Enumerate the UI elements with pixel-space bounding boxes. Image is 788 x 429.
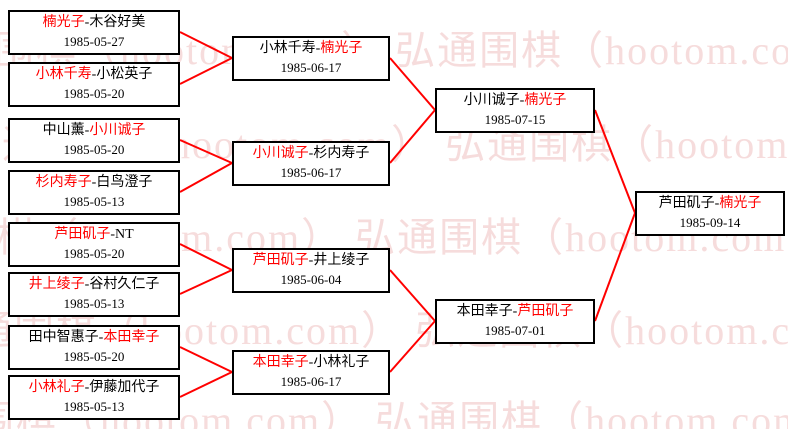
- winner-name: 小林礼子: [28, 380, 85, 396]
- match-r1-m4: 杉内寿子-白鸟澄子 1985-05-13: [8, 170, 180, 215]
- connector-line: [179, 371, 233, 398]
- match-date: 1985-06-17: [280, 60, 342, 76]
- player-name: -杉内寿子: [308, 146, 370, 162]
- player-name: -小林礼子: [308, 355, 370, 371]
- winner-name: 小川诚子: [252, 146, 309, 162]
- match-r1-m1: 楠光子-木谷好美 1985-05-27: [8, 10, 180, 55]
- match-r1-m2: 小林千寿-小松英子 1985-05-20: [8, 62, 180, 107]
- match-r1-m7: 田中智惠子-本田幸子 1985-05-20: [8, 325, 180, 370]
- player-name: 中山薰-: [42, 123, 90, 139]
- connector-line: [594, 109, 636, 214]
- player-name: -木谷好美: [84, 15, 146, 31]
- match-players: 小林礼子-伊藤加代子: [29, 379, 160, 398]
- connector-line: [179, 269, 233, 295]
- match-date: 1985-06-17: [280, 374, 342, 390]
- match-date: 1985-05-13: [63, 296, 125, 312]
- connector-line: [179, 139, 233, 164]
- match-players: 小川诚子-杉内寿子: [253, 145, 370, 164]
- connector-group: [179, 31, 636, 398]
- player-name: -伊藤加代子: [84, 380, 160, 396]
- connector-line: [389, 320, 436, 373]
- match-players: 本田幸子-芦田矶子: [457, 303, 574, 322]
- winner-name: 小林千寿: [35, 67, 92, 83]
- winner-name: 芦田矶子: [252, 253, 309, 269]
- winner-name: 井上绫子: [28, 277, 85, 293]
- player-name: -井上绫子: [308, 253, 370, 269]
- player-name: -白鸟澄子: [91, 175, 153, 191]
- match-r2-m2: 小川诚子-杉内寿子 1985-06-17: [232, 141, 390, 186]
- winner-name: 杉内寿子: [35, 175, 92, 191]
- match-players: 中山薰-小川诚子: [43, 122, 146, 141]
- match-sf-m1: 小川诚子-楠光子 1985-07-15: [435, 88, 595, 133]
- match-date: 1985-05-20: [63, 246, 125, 262]
- player-name: 芦田矶子-: [658, 196, 720, 212]
- connector-line: [179, 31, 233, 59]
- match-date: 1985-05-20: [63, 142, 125, 158]
- player-name: -谷村久仁子: [84, 277, 160, 293]
- connector-line: [389, 269, 436, 322]
- player-name: -小松英子: [91, 67, 153, 83]
- connector-line: [179, 57, 233, 85]
- match-date: 1985-06-04: [280, 272, 342, 288]
- player-name: 小林千寿-: [259, 41, 321, 57]
- match-players: 小林千寿-小松英子: [36, 66, 153, 85]
- match-players: 芦田矶子-楠光子: [659, 195, 762, 214]
- match-date: 1985-07-01: [484, 323, 546, 339]
- match-r1-m8: 小林礼子-伊藤加代子 1985-05-13: [8, 375, 180, 420]
- match-date: 1985-07-15: [484, 112, 546, 128]
- player-name: -NT: [110, 227, 134, 243]
- match-players: 杉内寿子-白鸟澄子: [36, 174, 153, 193]
- match-players: 井上绫子-谷村久仁子: [29, 276, 160, 295]
- match-date: 1985-09-14: [679, 215, 741, 231]
- match-date: 1985-05-13: [63, 399, 125, 415]
- match-players: 芦田矶子-井上绫子: [253, 252, 370, 271]
- connector-line: [179, 346, 233, 373]
- match-players: 芦田矶子-NT: [54, 226, 133, 245]
- match-r1-m3: 中山薰-小川诚子 1985-05-20: [8, 118, 180, 163]
- winner-name: 楠光子: [42, 15, 85, 31]
- player-name: 小川诚子-: [463, 93, 525, 109]
- match-r2-m3: 芦田矶子-井上绫子 1985-06-04: [232, 248, 390, 293]
- match-sf-m2: 本田幸子-芦田矶子 1985-07-01: [435, 299, 595, 344]
- player-name: 本田幸子-: [456, 304, 518, 320]
- connector-line: [594, 212, 636, 322]
- match-players: 本田幸子-小林礼子: [253, 354, 370, 373]
- match-r2-m4: 本田幸子-小林礼子 1985-06-17: [232, 350, 390, 395]
- winner-name: 楠光子: [524, 93, 567, 109]
- match-r1-m6: 井上绫子-谷村久仁子 1985-05-13: [8, 272, 180, 317]
- winner-name: 本田幸子: [252, 355, 309, 371]
- winner-name: 芦田矶子: [54, 227, 111, 243]
- match-final: 芦田矶子-楠光子 1985-09-14: [635, 191, 785, 236]
- match-players: 田中智惠子-本田幸子: [29, 329, 160, 348]
- match-date: 1985-05-13: [63, 194, 125, 210]
- match-date: 1985-05-20: [63, 86, 125, 102]
- match-r2-m1: 小林千寿-楠光子 1985-06-17: [232, 36, 390, 81]
- match-date: 1985-05-20: [63, 349, 125, 365]
- match-players: 小林千寿-楠光子: [260, 40, 363, 59]
- match-date: 1985-06-17: [280, 165, 342, 181]
- connector-line: [179, 162, 233, 193]
- winner-name: 芦田矶子: [517, 304, 574, 320]
- connector-line: [179, 243, 233, 271]
- connector-line: [389, 57, 436, 111]
- winner-name: 小川诚子: [89, 123, 146, 139]
- winner-name: 本田幸子: [103, 330, 160, 346]
- winner-name: 楠光子: [320, 41, 363, 57]
- player-name: 田中智惠子-: [28, 330, 104, 346]
- match-r1-m5: 芦田矶子-NT 1985-05-20: [8, 222, 180, 267]
- match-players: 楠光子-木谷好美: [43, 14, 146, 33]
- match-players: 小川诚子-楠光子: [464, 92, 567, 111]
- connector-line: [389, 109, 436, 164]
- winner-name: 楠光子: [719, 196, 762, 212]
- match-date: 1985-05-27: [63, 34, 125, 50]
